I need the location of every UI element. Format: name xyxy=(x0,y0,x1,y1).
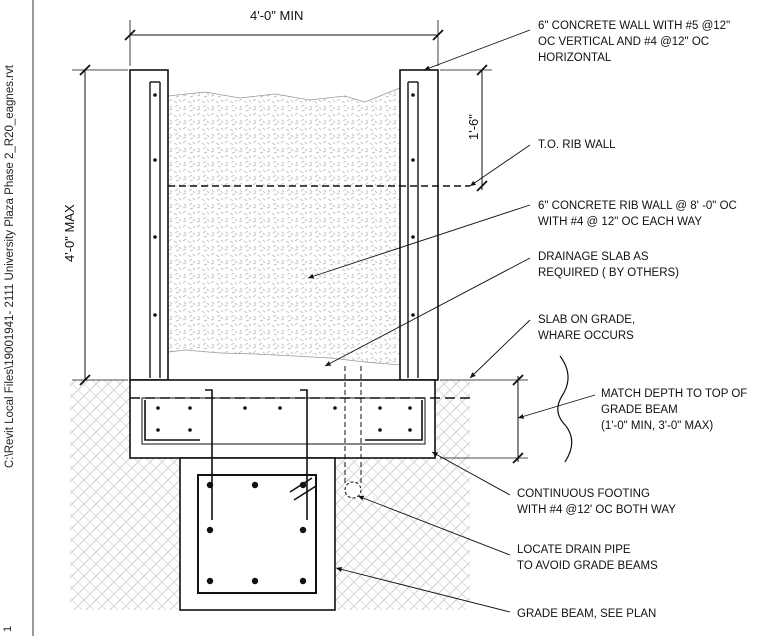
backfill-gravel xyxy=(167,87,401,366)
file-path-label: C:\Revit Local Files\19001941- 2111 Univ… xyxy=(4,65,16,468)
note-grade-beam: GRADE BEAM, SEE PLAN xyxy=(517,608,657,620)
drain-pipe xyxy=(344,366,362,499)
height-dimension xyxy=(72,64,128,386)
leader-lines xyxy=(307,29,596,613)
note-slab-on-grade: SLAB ON GRADE,WHARE OCCURS xyxy=(538,314,636,342)
note-concrete-wall: 6" CONCRETE WALL WITH #5 @12"OC VERTICAL… xyxy=(538,20,731,64)
native-soil xyxy=(70,380,470,610)
grade-beam xyxy=(179,457,336,611)
break-line xyxy=(557,355,573,463)
note-rib-wall-top: T.O. RIB WALL xyxy=(538,139,616,151)
left-wall xyxy=(129,69,169,381)
sheet-mark: 1 xyxy=(2,625,14,632)
rib-dimension xyxy=(440,64,492,192)
width-dimension-label: 4'-0" MIN xyxy=(250,8,304,23)
width-dimension xyxy=(124,20,444,66)
right-wall xyxy=(399,69,439,381)
rib-dimension-label: 1'-6" xyxy=(466,114,481,140)
depth-dimension xyxy=(440,374,528,464)
continuous-footing xyxy=(129,379,470,459)
height-dimension-label: 4'-0" MAX xyxy=(62,204,77,262)
